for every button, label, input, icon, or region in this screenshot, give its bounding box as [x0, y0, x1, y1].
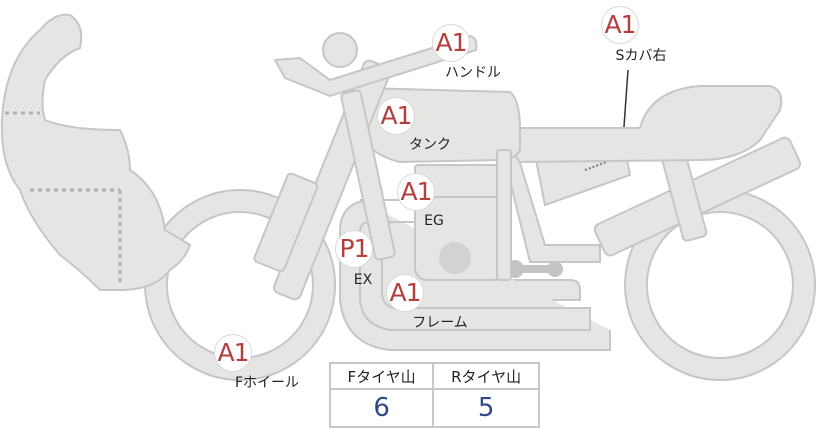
grade-badge-side-cover-right: A1 [601, 6, 639, 44]
part-label-front-wheel: Fホイール [234, 375, 300, 391]
front-tire-tread-header: Fタイヤ山 [328, 362, 435, 390]
part-label-tank: タンク [409, 137, 451, 153]
grade-badge-engine: A1 [397, 173, 435, 211]
headlight [322, 32, 358, 68]
fairing-seam [5, 111, 122, 285]
front-tire-tread-value: 6 [328, 388, 435, 428]
handlebar [273, 34, 478, 98]
grade-badge-exhaust: P1 [335, 230, 373, 268]
frame-downtube [340, 89, 396, 261]
engine-cover [439, 242, 471, 274]
grade-badge-front-wheel: A1 [214, 334, 252, 372]
seat [512, 85, 783, 164]
part-label-exhaust: EX [353, 272, 373, 288]
grade-badge-frame: A1 [386, 274, 424, 312]
part-label-engine: EG [424, 213, 444, 229]
tire-tread-table: Fタイヤ山 Rタイヤ山 6 5 [328, 362, 540, 428]
rear-tire-tread-value: 5 [432, 388, 540, 428]
fork-lower [253, 172, 319, 273]
grade-badge-tank: A1 [377, 97, 415, 135]
part-label-handle: ハンドル [445, 65, 501, 81]
fairing [0, 13, 192, 291]
part-label-side-cover-right: Sカバ右 [615, 48, 667, 64]
part-label-frame: フレーム [412, 315, 468, 331]
frame-tube [496, 149, 512, 281]
grade-badge-handle: A1 [432, 24, 470, 62]
rear-tire-tread-header: Rタイヤ山 [432, 362, 540, 390]
